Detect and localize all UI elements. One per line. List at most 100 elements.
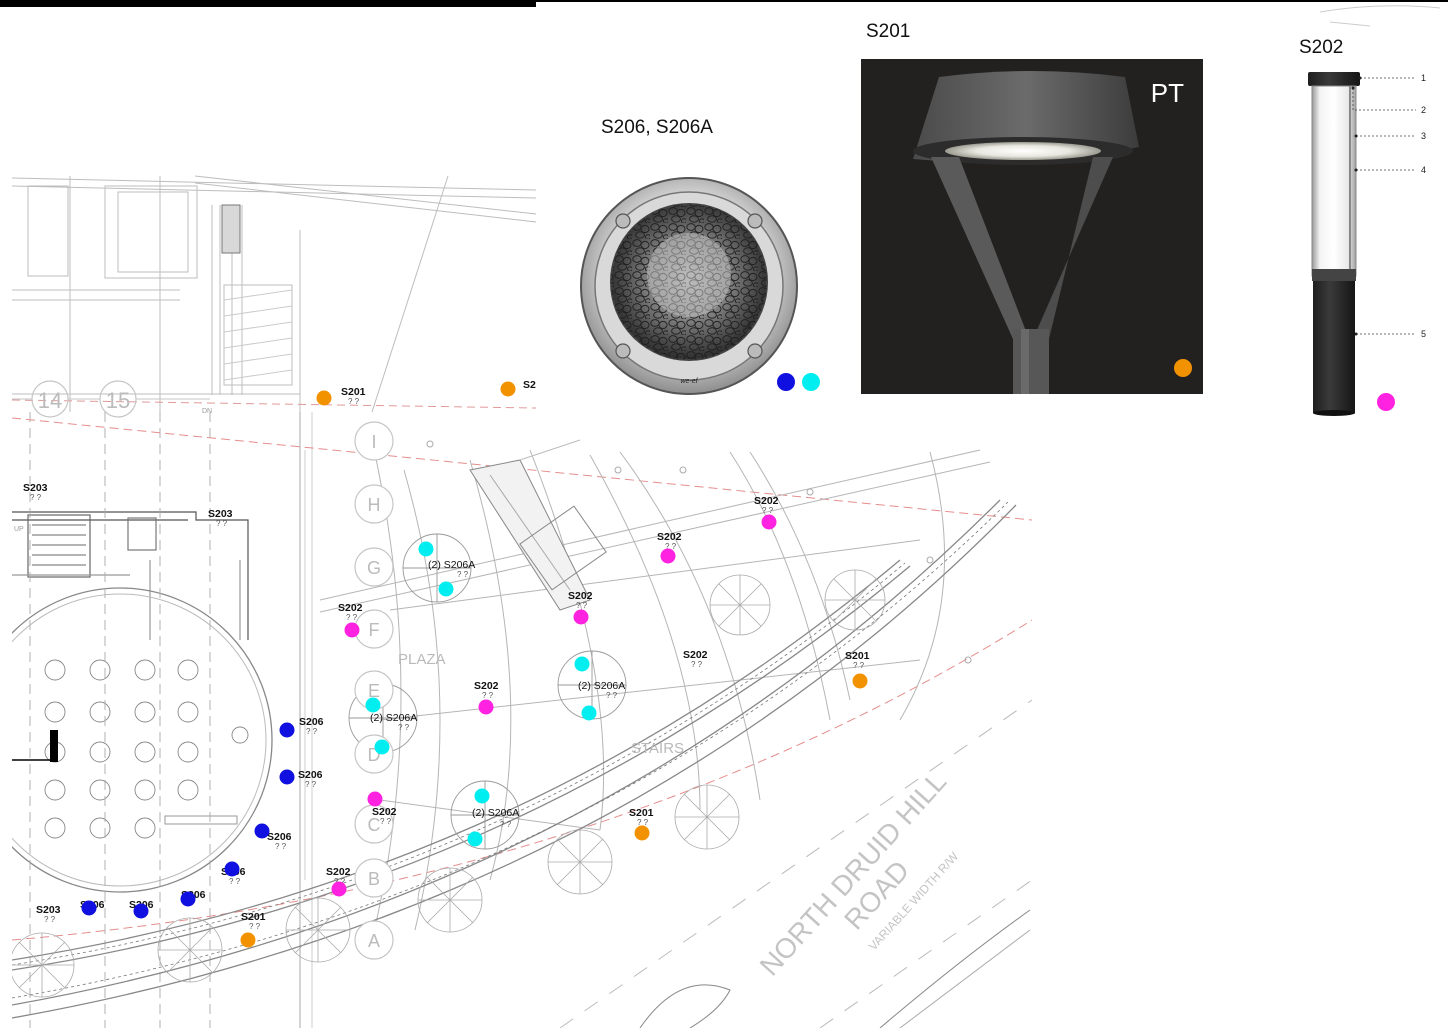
fixture-label: (2) S206A (428, 559, 475, 571)
s201-location-dot (316, 390, 332, 406)
fixture-label: S203 (36, 904, 61, 916)
fixture-label: S203 (23, 482, 48, 494)
fixture-label: S2 (523, 379, 536, 391)
fixture-label: S206 (298, 769, 323, 781)
s202-location-dot (367, 791, 383, 807)
fixture-label: S202 (372, 806, 397, 818)
stairs-label: STAIRS (631, 740, 684, 757)
qty-label: ? ? (853, 661, 865, 670)
s202-legend-dot (1377, 393, 1395, 411)
top-border-bar (0, 0, 536, 7)
callout-4: 4 (1421, 165, 1426, 175)
road-label: NORTH DRUID HILL ROAD VARIABLE WIDTH R/W (754, 766, 962, 982)
upper-plan-linework (12, 175, 536, 412)
fixture-label: S202 (568, 590, 593, 602)
fixture-label: S202 (474, 680, 499, 692)
qty-label: ? ? (216, 519, 228, 528)
fixture-dots (81, 381, 868, 948)
s201-post-top-fixture-image: PT (861, 59, 1203, 394)
callout-1: 1 (1421, 73, 1426, 83)
s206-legend-dot (777, 373, 795, 391)
s206-location-dot (254, 823, 270, 839)
main-plan-linework (12, 412, 1032, 1028)
s206a-location-dot (581, 705, 597, 721)
up-label: UP (14, 526, 24, 533)
s202-location-dot (478, 699, 494, 715)
fixture-label: (2) S206A (472, 807, 519, 819)
s201-location-dot (240, 932, 256, 948)
s206-location-dot (81, 900, 97, 916)
qty-label: ? ? (637, 818, 649, 827)
s206a-location-dot (374, 739, 390, 755)
pt-badge: PT (1151, 78, 1184, 108)
qty-label: ? ? (44, 915, 56, 924)
fixture-label: S202 (326, 866, 351, 878)
qty-label: ? ? (398, 723, 410, 732)
fixture-label: S201 (341, 386, 366, 398)
fixture-label: S202 (338, 602, 363, 614)
qty-label: ? ? (762, 506, 774, 515)
s202-location-dot (761, 514, 777, 530)
s206a-location-dot (467, 831, 483, 847)
corner-sketch (1319, 5, 1441, 27)
qty-label: ? ? (500, 820, 512, 829)
fixture-label: S201 (629, 807, 654, 819)
qty-label: ? ? (346, 613, 358, 622)
grid-letter-b: B (368, 869, 380, 889)
qty-label: ? ? (482, 691, 494, 700)
s206a-location-dot (365, 697, 381, 713)
s202-product-title: S202 (1299, 37, 1344, 58)
grid-letter-g: G (367, 558, 381, 578)
grid-letter-e: E (368, 681, 380, 701)
s201-location-dot (634, 825, 650, 841)
s206-product-title: S206, S206A (601, 117, 713, 138)
qty-label: ? ? (348, 397, 360, 406)
s202-bollard-fixture-image: 1 2 3 4 5 (1308, 72, 1426, 416)
s206-location-dot (279, 769, 295, 785)
brand-mark: we-ef (680, 378, 698, 385)
qty-label: ? ? (576, 601, 588, 610)
plaza-label: PLAZA (398, 651, 446, 668)
s202-location-dot (660, 548, 676, 564)
callout-5: 5 (1421, 329, 1426, 339)
s202-location-dot (573, 609, 589, 625)
fixture-label: (2) S206A (370, 712, 417, 724)
qty-label: ? ? (275, 842, 287, 851)
qty-label: ? ? (334, 877, 346, 886)
s206-location-dot (224, 861, 240, 877)
qty-label: ? ? (691, 660, 703, 669)
grid-letter-f: F (369, 620, 380, 640)
s206a-location-dot (418, 541, 434, 557)
s201-location-dot (852, 673, 868, 689)
s206-location-dot (279, 722, 295, 738)
s206a-location-dot (474, 788, 490, 804)
s206-location-dot (133, 903, 149, 919)
grid-number-14: 14 (38, 388, 62, 413)
qty-label: ? ? (305, 780, 317, 789)
s201-legend-dot (1174, 359, 1192, 377)
grid-number-15: 15 (106, 388, 130, 413)
fixture-label: S202 (683, 649, 708, 661)
grid-letter-i: I (371, 432, 376, 452)
fixture-label: S202 (657, 531, 682, 543)
fixture-label: S201 (241, 911, 266, 923)
qty-label: ? ? (229, 877, 241, 886)
callout-2: 2 (1421, 105, 1426, 115)
qty-label: ? ? (457, 570, 469, 579)
road-name-line1: NORTH DRUID HILL (754, 766, 953, 982)
grid-letter-h: H (368, 495, 381, 515)
dn-label: DN (202, 408, 212, 415)
qty-label: ? ? (665, 542, 677, 551)
qty-label: ? ? (380, 817, 392, 826)
fixture-label: S203 (208, 508, 233, 520)
s206a-legend-dot (802, 373, 820, 391)
qty-label: ? ? (30, 493, 42, 502)
fixture-label: (2) S206A (578, 680, 625, 692)
s206-inground-fixture-image: we-ef (580, 177, 820, 395)
s201-location-dot (500, 381, 516, 397)
fixture-label: S201 (845, 650, 870, 662)
qty-label: ? ? (606, 691, 618, 700)
grid-letter-c: C (368, 815, 381, 835)
fixture-label: S206 (267, 831, 292, 843)
